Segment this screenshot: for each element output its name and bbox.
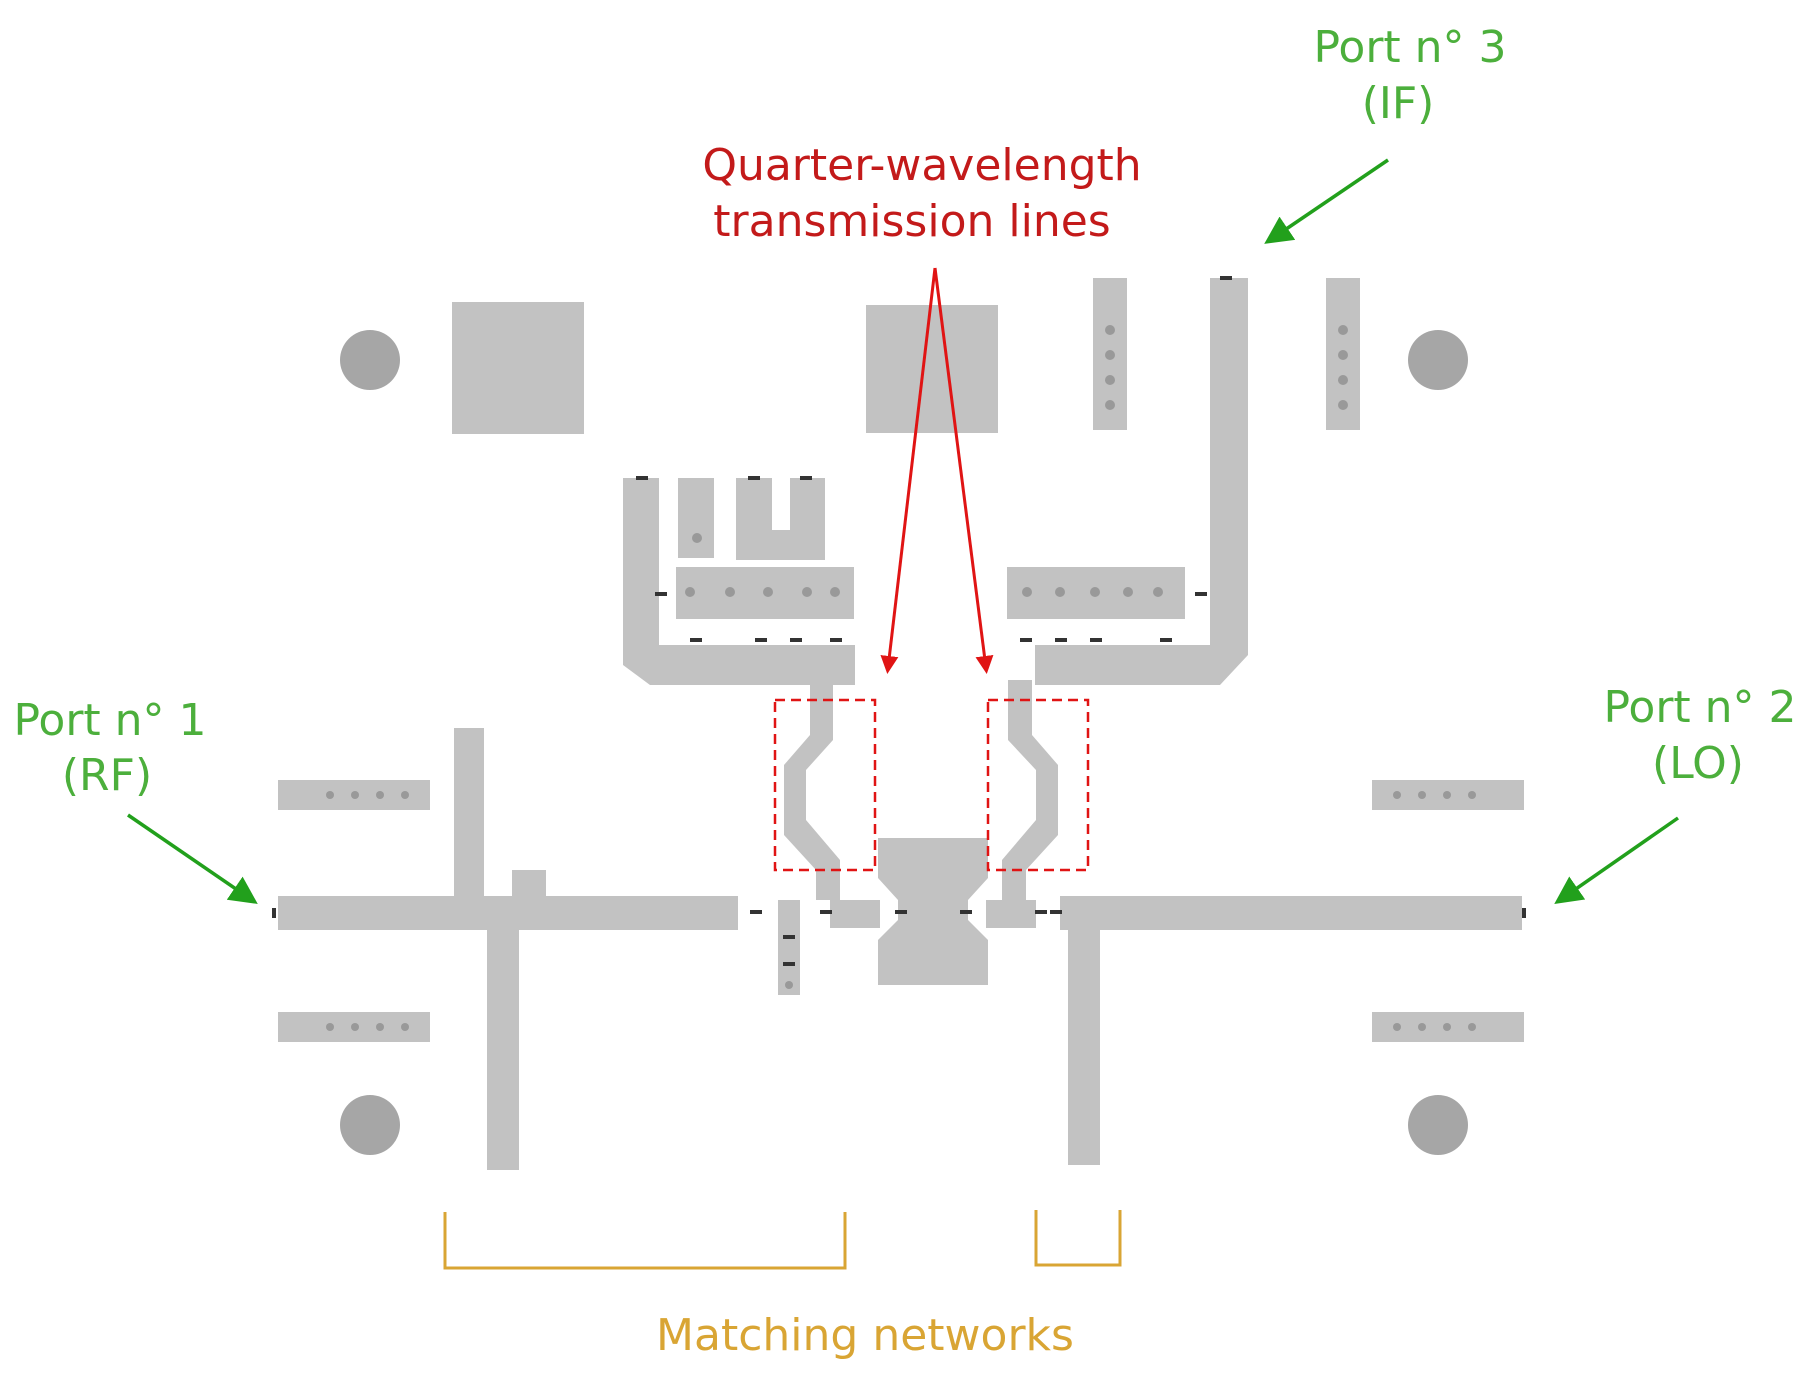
port1-arrow xyxy=(127,813,258,904)
left-feed-vertical xyxy=(623,478,659,658)
mounting-hole-bottom-left xyxy=(340,1095,400,1155)
stub-u-shape xyxy=(736,478,825,560)
center-link-left xyxy=(830,900,880,928)
port3-arrow xyxy=(1264,158,1389,244)
center-link-right xyxy=(986,900,1036,928)
rf-main-line xyxy=(278,896,738,930)
rf-stub-down xyxy=(487,925,519,1170)
port2-arrow xyxy=(1554,816,1679,904)
port1-label-type: (RF) xyxy=(62,750,152,801)
port2-label-name: Port n° 2 xyxy=(1603,682,1796,733)
qw-label-line1: Quarter-wavelength xyxy=(702,140,1141,191)
mounting-hole-top-left xyxy=(340,330,400,390)
qw-line-left xyxy=(784,680,840,900)
qw-line-right xyxy=(1002,680,1058,900)
qw-box-left xyxy=(773,698,877,872)
lo-main-line xyxy=(1060,896,1522,930)
port3-label-name: Port n° 3 xyxy=(1313,22,1506,73)
matching-bracket-right xyxy=(1034,1210,1122,1267)
matching-brackets xyxy=(443,1210,1122,1270)
port-arrows xyxy=(127,158,1679,904)
large-pad-left xyxy=(452,302,584,434)
qw-box-right xyxy=(986,698,1090,872)
port2-label-type: (LO) xyxy=(1652,738,1744,789)
qw-highlight-boxes xyxy=(773,698,1090,872)
rf-shunt-component xyxy=(778,900,800,995)
qw-arrows xyxy=(880,267,994,674)
rf-small-pad xyxy=(512,870,546,900)
large-pad-center xyxy=(866,305,998,433)
port1-label-name: Port n° 1 xyxy=(13,695,206,746)
mounting-hole-bottom-right xyxy=(1408,1095,1468,1155)
pcb-layout xyxy=(278,278,1524,1170)
if-feed-right xyxy=(1035,630,1248,685)
mixer-diode-pad xyxy=(878,838,988,985)
component-markers xyxy=(272,276,1526,966)
stub-small-1 xyxy=(678,478,714,558)
matching-bracket-left xyxy=(443,1212,847,1270)
rf-stub-up xyxy=(454,728,484,903)
vias xyxy=(326,325,1476,1031)
qw-arrow-left xyxy=(880,267,937,674)
matching-networks-label: Matching networks xyxy=(656,1310,1074,1361)
mounting-hole-top-right xyxy=(1408,330,1468,390)
qw-arrow-right xyxy=(933,267,994,674)
left-feed-horizontal xyxy=(623,645,855,685)
lo-stub-down xyxy=(1068,925,1100,1165)
if-line-vertical xyxy=(1210,278,1248,638)
port3-label-type: (IF) xyxy=(1362,78,1435,129)
qw-label-line2: transmission lines xyxy=(713,196,1110,247)
